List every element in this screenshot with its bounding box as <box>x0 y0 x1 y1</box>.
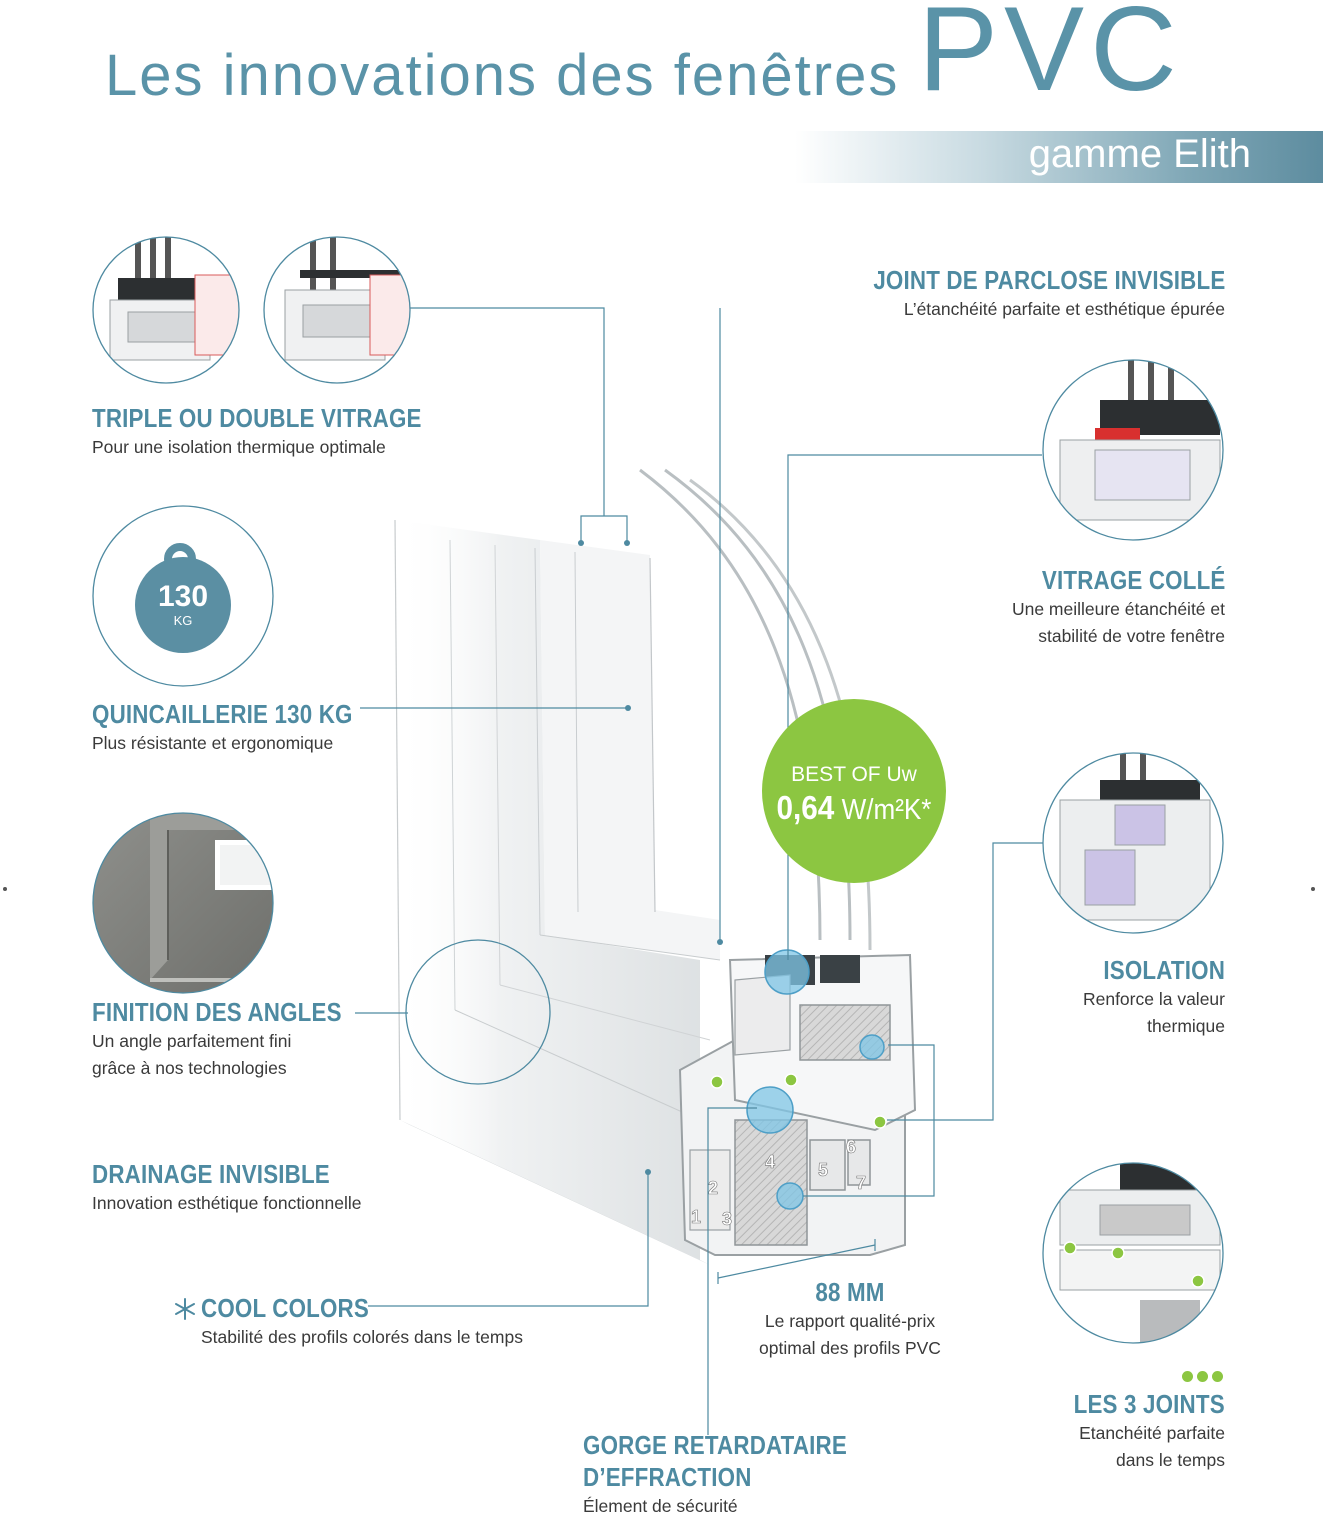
finition-thumbnail <box>92 812 274 994</box>
joints-thumbnail <box>1042 1162 1224 1344</box>
feature-3-joints: LES 3 JOINTS Etanchéité parfaite dans le… <box>1049 1369 1225 1474</box>
feature-title: DRAINAGE INVISIBLE <box>92 1159 330 1189</box>
isolation-thumbnail <box>1042 752 1224 934</box>
subtitle-band <box>795 131 1323 183</box>
connector-end-dots <box>578 540 723 1175</box>
feature-desc: Pour une isolation thermique optimale <box>92 437 386 457</box>
uw-badge-text: BEST OF Uw 0,64 W/m²K* <box>762 762 946 830</box>
profile-section <box>678 953 917 1256</box>
weight-unit: KG <box>173 613 193 628</box>
vitrage-colle-thumbnail <box>1042 359 1224 541</box>
registration-mark <box>1311 887 1315 891</box>
registration-mark <box>3 887 7 891</box>
chamber-6: 6 <box>846 1137 856 1157</box>
feature-desc-line2: optimal des profils PVC <box>759 1338 941 1358</box>
feature-88mm: 88 MM Le rapport qualité-prix optimal de… <box>720 1277 980 1362</box>
feature-desc: Plus résistante et ergonomique <box>92 733 334 753</box>
joint-dots <box>710 1073 887 1129</box>
feature-title: QUINCAILLERIE 130 KG <box>92 699 353 729</box>
feature-drainage: DRAINAGE INVISIBLE Innovation esthétique… <box>92 1159 369 1217</box>
feature-finition: FINITION DES ANGLES Un angle parfaitemen… <box>92 997 382 1082</box>
three-dots-icon <box>1049 1369 1225 1387</box>
feature-desc-line1: Une meilleure étanchéité et <box>1011 599 1225 619</box>
double-vitrage-thumbnail <box>263 236 411 384</box>
page-title: Les innovations des fenêtres <box>105 43 900 108</box>
weight-badge: 130 KG <box>135 580 231 629</box>
chamber-7: 7 <box>856 1173 866 1193</box>
feature-desc-line1: Un angle parfaitement fini <box>92 1031 292 1051</box>
angle-zoom-circle <box>405 939 551 1085</box>
chamber-5: 5 <box>818 1160 828 1180</box>
feature-isolation: ISOLATION Renforce la valeur thermique <box>1083 955 1225 1040</box>
feature-triple-vitrage: TRIPLE OU DOUBLE VITRAGE Pour une isolat… <box>92 403 475 461</box>
feature-desc-line1: Le rapport qualité-prix <box>764 1311 936 1331</box>
feature-desc: Élement de sécurité <box>583 1496 738 1516</box>
feature-title: TRIPLE OU DOUBLE VITRAGE <box>92 403 422 433</box>
feature-title-line1: GORGE RETARDATAIRE <box>583 1430 847 1460</box>
badge-uw: Uw <box>886 763 917 786</box>
window-frame <box>394 468 872 1265</box>
feature-title: COOL COLORS <box>201 1293 369 1323</box>
badge-best-of: BEST OF <box>791 763 887 786</box>
feature-title: JOINT DE PARCLOSE INVISIBLE <box>872 265 1225 295</box>
feature-cool-colors: COOL COLORS Stabilité des profils coloré… <box>201 1293 523 1351</box>
weight-circle <box>92 505 274 687</box>
feature-title-line2: D’EFFRACTION <box>583 1462 752 1492</box>
feature-title: FINITION DES ANGLES <box>92 997 342 1027</box>
feature-title: LES 3 JOINTS <box>1073 1389 1225 1419</box>
feature-desc: Stabilité des profils colorés dans le te… <box>201 1327 523 1347</box>
feature-title: VITRAGE COLLÉ <box>1041 565 1225 595</box>
feature-desc-line2: stabilité de votre fenêtre <box>1038 626 1225 646</box>
feature-desc-line2: grâce à nos technologies <box>92 1058 287 1078</box>
highlight-bubbles <box>746 949 885 1210</box>
chamber-4: 4 <box>765 1152 775 1172</box>
feature-title: ISOLATION <box>1103 955 1225 985</box>
feature-title: 88 MM <box>815 1277 885 1307</box>
triple-vitrage-thumbnail <box>92 236 240 384</box>
badge-value: 0,64 <box>776 789 835 826</box>
feature-desc-line2: dans le temps <box>1116 1450 1225 1470</box>
chamber-2: 2 <box>708 1178 718 1198</box>
feature-desc-line1: Etanchéité parfaite <box>1079 1423 1225 1443</box>
snowflake-icon <box>175 1298 195 1320</box>
feature-desc-line1: Renforce la valeur <box>1082 989 1225 1009</box>
page-title-pvc: PVC <box>918 0 1183 116</box>
page-subtitle: gamme Elith <box>1028 132 1251 176</box>
uw-badge <box>762 699 946 883</box>
feature-quincaillerie: QUINCAILLERIE 130 KG Plus résistante et … <box>92 699 395 757</box>
feature-desc: Innovation esthétique fonctionnelle <box>92 1193 362 1213</box>
chamber-1: 1 <box>691 1207 701 1227</box>
feature-gorge: GORGE RETARDATAIRE D’EFFRACTION Élement … <box>583 1429 890 1520</box>
feature-desc-line2: thermique <box>1147 1016 1225 1036</box>
badge-unit: W/m²K* <box>834 794 932 826</box>
weight-value: 130 <box>157 580 209 613</box>
chamber-3: 3 <box>722 1209 732 1229</box>
feature-desc: L’étanchéité parfaite et esthétique épur… <box>903 299 1225 319</box>
feature-vitrage-colle: VITRAGE COLLÉ Une meilleure étanchéité e… <box>1011 565 1225 650</box>
feature-joint-parclose: JOINT DE PARCLOSE INVISIBLE L’étanchéité… <box>816 265 1225 323</box>
